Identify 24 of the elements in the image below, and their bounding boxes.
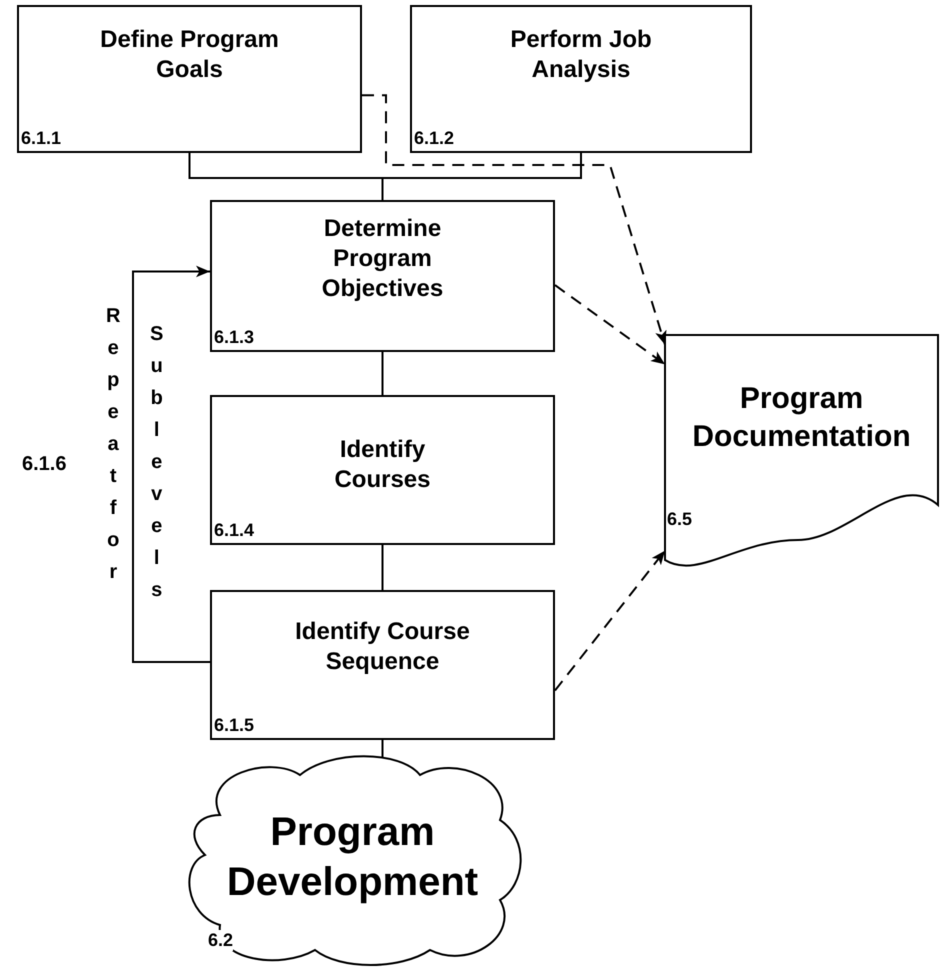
node-title: Perform Job Analysis [509,25,653,85]
node-title: Program Documentation [691,381,912,454]
connector-line [382,153,582,200]
arrow [362,94,666,346]
process-box [17,5,362,153]
step-number: 6.2 [208,930,234,951]
connector-line [382,740,384,759]
node-title: Define Program Goals [99,25,280,85]
vertical-label: Sublevels [150,322,164,603]
connector-line [382,352,384,395]
connector-line [382,545,384,590]
node-title: Identify Course Sequence [294,617,471,677]
process-box [210,200,555,352]
node-title: Determine Program Objectives [320,214,444,304]
vertical-label: Repeat for [106,304,120,585]
process-box [210,395,555,545]
arrow [132,266,210,663]
process-box [210,590,555,740]
node-title: Program Development [226,809,480,906]
node-title: Identify Courses [333,435,432,495]
arrow [554,550,666,692]
arrow [554,284,666,366]
process-box [410,5,752,153]
step-number: 6.1.6 [22,453,66,476]
